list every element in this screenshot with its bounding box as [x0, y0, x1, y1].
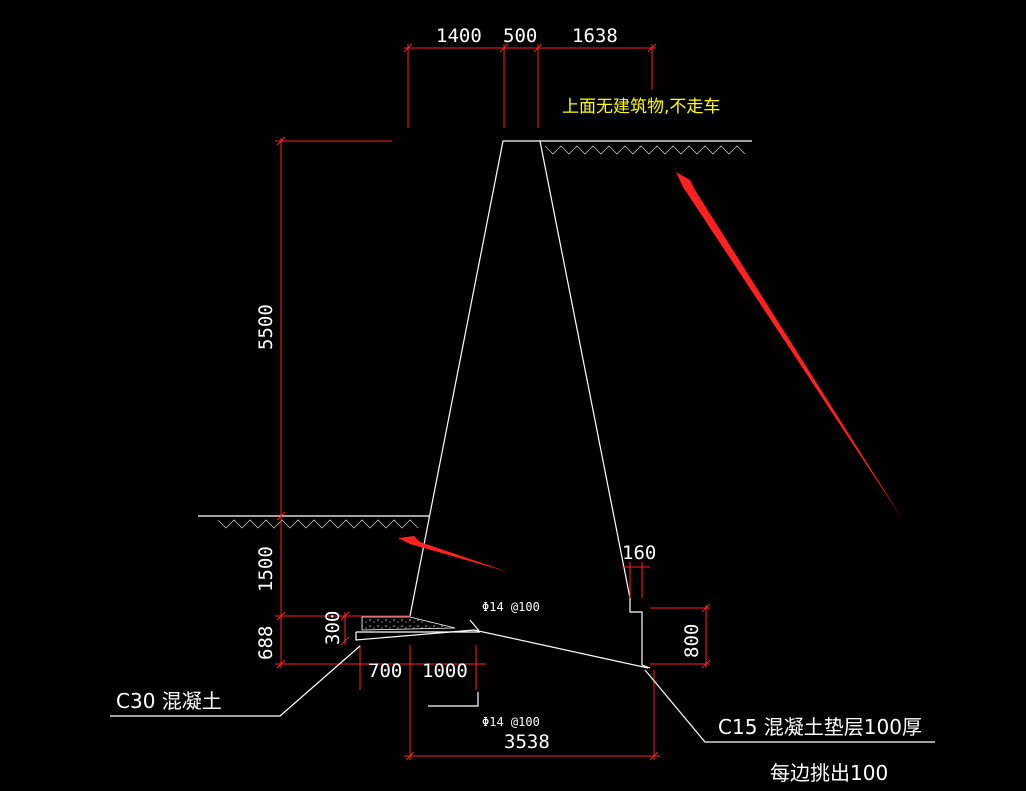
toe-gravel-fill — [361, 616, 456, 631]
note-concrete: C30 混凝土 — [116, 689, 222, 713]
red-arrow-top — [676, 172, 903, 520]
dim-bottom-total: 3538 — [504, 731, 550, 753]
dim-height-heel: 800 — [681, 624, 703, 658]
wall-outline — [355, 140, 651, 669]
red-arrow-left — [398, 536, 508, 572]
dim-top-left: 1400 — [436, 25, 482, 47]
dim-height-toe: 300 — [322, 611, 344, 645]
note-top: 上面无建筑物,不走车 — [562, 97, 720, 117]
rebar-label-top: Φ14 @100 — [482, 600, 540, 614]
dim-heel-notch: 160 — [622, 542, 656, 564]
dim-top-right: 1638 — [572, 25, 618, 47]
dim-height-base: 688 — [255, 626, 277, 660]
dimension-lines — [275, 43, 711, 761]
ground-left — [198, 515, 430, 529]
note-cushion: C15 混凝土垫层100厚 — [718, 715, 922, 739]
dim-top-mid: 500 — [503, 25, 537, 47]
dim-bottom-a: 700 — [368, 660, 402, 682]
ground-top-right — [540, 140, 752, 155]
dim-height-embed: 1500 — [255, 546, 277, 592]
dim-height-wall: 5500 — [255, 304, 277, 350]
rebar-label-bottom: Φ14 @100 — [482, 715, 540, 729]
leader-concrete — [110, 645, 361, 717]
dim-bottom-b: 1000 — [422, 660, 468, 682]
note-overhang: 每边挑出100 — [770, 761, 888, 785]
leader-cushion — [644, 669, 935, 743]
leader-rebar — [428, 692, 479, 707]
